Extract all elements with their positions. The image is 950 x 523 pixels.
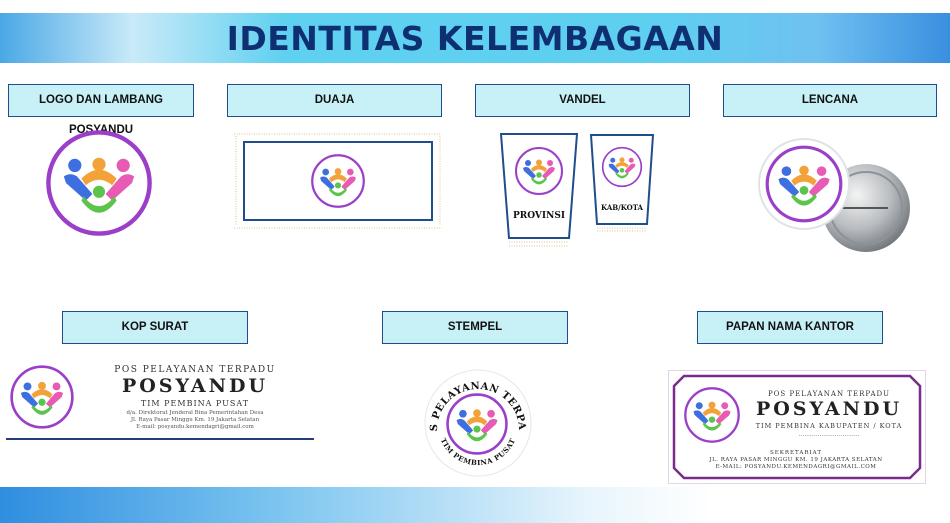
kop-divider — [6, 438, 314, 440]
label-kop-surat: KOP SURAT — [62, 311, 248, 344]
papan-line1: POS PELAYANAN TERPADU — [767, 390, 891, 398]
papan-line3: TIM PEMBINA KABUPATEN / KOTA — [755, 422, 903, 430]
papan-logo — [684, 387, 740, 443]
papan-addr2: E-MAIL: POSYANDU.KEMENDAGRI@GMAIL.COM — [715, 464, 877, 470]
vandel-provinsi-text: PROVINSI — [513, 211, 565, 221]
label-logo: LOGO DAN LAMBANG POSYANDU — [8, 84, 194, 136]
kop-addr2: Jl. Raya Pasar Minggu Km. 19 Jakarta Sel… — [130, 417, 260, 423]
kop-line1: POS PELAYANAN TERPADU — [114, 365, 276, 375]
label-lencana: LENCANA — [723, 84, 937, 117]
papan-addr1: JL. RAYA PASAR MINGGU KM. 19 JAKARTA SEL… — [709, 457, 883, 463]
kop-line2: POSYANDU — [121, 375, 269, 397]
label-vandel: VANDEL — [475, 84, 690, 117]
stempel: POS PELAYANAN TERPADU TIM PEMBINA PUSAT — [423, 368, 532, 477]
label-papan-nama: PAPAN NAMA KANTOR — [697, 311, 883, 344]
bottom-bar — [0, 487, 950, 523]
label-stempel: STEMPEL — [382, 311, 568, 344]
vandel-kabkota: KAB/KOTA — [589, 134, 655, 232]
kop-addr1: d/a. Direktorat Jenderal Bina Pemerintah… — [126, 410, 264, 416]
title-bar — [0, 13, 950, 63]
page-title: IDENTITAS KELEMBAGAAN — [226, 19, 724, 58]
papan-line2: POSYANDU — [755, 398, 903, 420]
label-duaja: DUAJA — [227, 84, 442, 117]
vandel-provinsi: PROVINSI — [499, 133, 579, 247]
kop-line3: TIM PEMBINA PUSAT — [140, 399, 250, 408]
duaja-flag — [232, 130, 444, 232]
papan-dots: ................................ — [798, 431, 860, 438]
lencana-badge — [758, 138, 910, 252]
vandel-kabkota-text: KAB/KOTA — [601, 203, 644, 212]
kop-logo — [10, 365, 74, 429]
posyandu-logo — [44, 128, 154, 238]
kop-addr3: E-mail: posyandu.kemendagri@gmail.com — [136, 424, 254, 430]
papan-sekretariat: SEKRETARIAT — [769, 450, 823, 456]
